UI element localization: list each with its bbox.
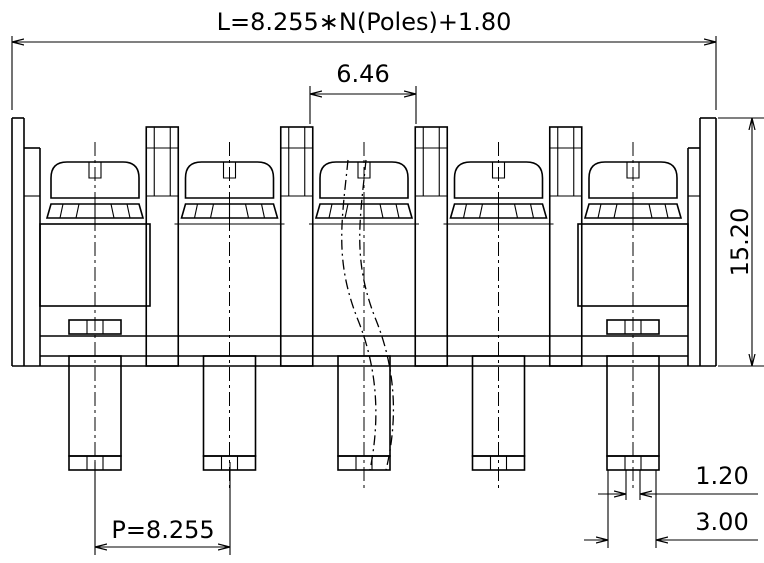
clamp-tooth bbox=[513, 203, 519, 219]
dividers bbox=[145, 126, 583, 367]
screw-head bbox=[588, 161, 678, 199]
gap-width-label: 6.46 bbox=[336, 60, 389, 88]
clamp-tooth bbox=[478, 203, 484, 219]
break-line-right bbox=[359, 159, 395, 471]
clamp-tooth bbox=[209, 203, 215, 219]
break-line-left bbox=[341, 159, 377, 471]
clamp-tooth bbox=[379, 203, 384, 219]
wire-clamp bbox=[45, 203, 145, 219]
pin-dimensions: 1.20 3.00 bbox=[584, 462, 758, 548]
screw-head bbox=[319, 161, 409, 199]
clamp-tooth bbox=[648, 203, 653, 219]
pole-2 bbox=[174, 142, 285, 490]
pole-3 bbox=[309, 142, 419, 490]
screw-head bbox=[184, 161, 275, 199]
divider-wall bbox=[279, 126, 314, 367]
clamp-tooth bbox=[395, 203, 400, 219]
wire-clamp bbox=[449, 203, 548, 219]
height-label: 15.20 bbox=[726, 208, 754, 277]
overall-length-label: L=8.255∗N(Poles)+1.80 bbox=[217, 8, 512, 36]
gap-width-dimension: 6.46 bbox=[309, 60, 417, 124]
clamp-tooth bbox=[664, 203, 669, 219]
divider-wall bbox=[414, 126, 449, 367]
wire-clamp bbox=[583, 203, 683, 219]
poles bbox=[39, 142, 689, 490]
divider-wall bbox=[145, 126, 180, 367]
clamp-tooth bbox=[328, 203, 333, 219]
screw-head bbox=[453, 161, 544, 199]
pin-width-label: 1.20 bbox=[695, 462, 748, 490]
wire-clamp bbox=[314, 203, 414, 219]
pitch-label: P=8.255 bbox=[111, 516, 214, 544]
clamp-tooth bbox=[75, 203, 80, 219]
clamp-tooth bbox=[529, 203, 535, 219]
height-dimension: 15.20 bbox=[718, 117, 764, 367]
clamp-tooth bbox=[244, 203, 250, 219]
pole-1 bbox=[39, 142, 151, 490]
clamp-tooth bbox=[344, 203, 349, 219]
divider-wall-outline bbox=[548, 126, 583, 367]
clamp-tooth bbox=[613, 203, 618, 219]
pole-4 bbox=[443, 142, 554, 490]
screw-head bbox=[50, 161, 140, 199]
pole-5 bbox=[577, 142, 689, 490]
clamp-tooth bbox=[126, 203, 131, 219]
overall-length-dimension: L=8.255∗N(Poles)+1.80 bbox=[11, 8, 717, 110]
clamp-tooth bbox=[260, 203, 266, 219]
clamp-tooth bbox=[59, 203, 64, 219]
clamp-tooth bbox=[597, 203, 602, 219]
pitch-dimension: P=8.255 bbox=[94, 462, 231, 555]
clamp-tooth bbox=[193, 203, 199, 219]
divider-wall-outline bbox=[414, 126, 449, 367]
pin-spacing-label: 3.00 bbox=[695, 508, 748, 536]
divider-wall-outline bbox=[279, 126, 314, 367]
wire-clamp bbox=[180, 203, 279, 219]
clamp-tooth bbox=[462, 203, 468, 219]
divider-wall bbox=[548, 126, 583, 367]
divider-wall-outline bbox=[145, 126, 180, 367]
clamp-tooth bbox=[110, 203, 115, 219]
